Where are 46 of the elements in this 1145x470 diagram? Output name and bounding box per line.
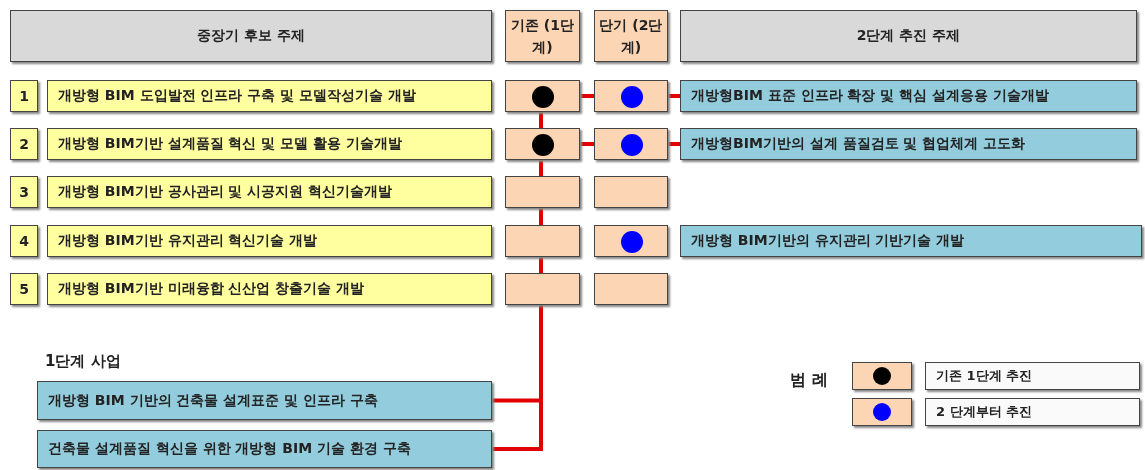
- status-cell: [594, 225, 668, 257]
- project-box: 건축물 설계품질 혁신을 위한 개방형 BIM 기술 환경 구축: [37, 430, 492, 468]
- row-number: 1: [10, 80, 38, 112]
- status-cell: [594, 273, 668, 305]
- plan-box: 개방형BIM 표준 인프라 확장 및 핵심 설계응용 기술개발: [680, 80, 1137, 112]
- status-cell: [505, 176, 580, 208]
- connector-line: [539, 112, 543, 128]
- row-number: 2: [10, 128, 38, 160]
- legend-text: 기존 1단계 추진: [925, 362, 1140, 390]
- dot-mark: [621, 231, 643, 253]
- dot-mark: [532, 134, 554, 156]
- connector-line: [539, 257, 543, 273]
- connector-line: [492, 305, 543, 451]
- dot-mark: [532, 86, 554, 108]
- dot-mark: [621, 86, 643, 108]
- row-number: 5: [10, 273, 38, 305]
- status-cell: [594, 128, 668, 160]
- plan-box: 개방형BIM기반의 설계 품질검토 및 협업체계 고도화: [680, 128, 1137, 160]
- status-cell: [505, 128, 580, 160]
- topic-box: 개방형 BIM 도입발전 인프라 구축 및 모델작성기술 개발: [47, 80, 492, 112]
- column-header: 중장기 후보 주제: [10, 10, 492, 62]
- legend-heading: 범 례: [790, 370, 828, 391]
- row-number: 4: [10, 225, 38, 257]
- status-cell: [594, 176, 668, 208]
- connector-line: [668, 94, 680, 98]
- status-cell: [505, 273, 580, 305]
- topic-box: 개방형 BIM기반 설계품질 혁신 및 모델 활용 기술개발: [47, 128, 492, 160]
- plan-box: 개방형 BIM기반의 유지관리 기반기술 개발: [680, 225, 1142, 257]
- column-header: 기존 (1단계): [505, 10, 580, 62]
- connector-line: [539, 208, 543, 225]
- topic-box: 개방형 BIM기반 공사관리 및 시공지원 혁신기술개발: [47, 176, 492, 208]
- dot-mark: [621, 134, 643, 156]
- status-cell: [505, 225, 580, 257]
- status-cell: [505, 80, 580, 112]
- status-cell: [594, 80, 668, 112]
- column-header: 2단계 추진 주제: [680, 10, 1137, 62]
- column-header: 단기 (2단계): [594, 10, 668, 62]
- connector-line: [539, 160, 543, 176]
- project-box: 개방형 BIM 기반의 건축물 설계표준 및 인프라 구축: [37, 381, 492, 420]
- connector-line: [580, 142, 594, 146]
- connector-line: [580, 94, 594, 98]
- connector-line: [668, 142, 680, 146]
- legend-text: 2 단계부터 추진: [925, 398, 1140, 426]
- row-number: 3: [10, 176, 38, 208]
- topic-box: 개방형 BIM기반 미래융합 신산업 창출기술 개발: [47, 273, 492, 305]
- topic-box: 개방형 BIM기반 유지관리 혁신기술 개발: [47, 225, 492, 257]
